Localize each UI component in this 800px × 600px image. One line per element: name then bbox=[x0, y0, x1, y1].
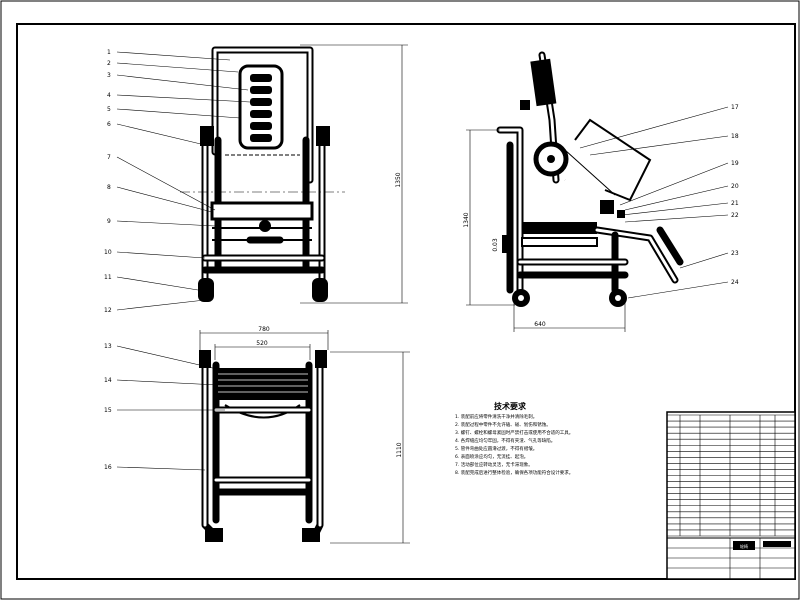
inner-border bbox=[16, 23, 796, 580]
title-block: 轮椅 bbox=[666, 411, 796, 580]
side-view: 0.03 1340 640 17 18 19 20 21 22 23 bbox=[463, 51, 739, 332]
top-overall-dimension: 780 bbox=[258, 326, 270, 333]
callout-21: 21 bbox=[731, 200, 739, 207]
callout-1: 1 bbox=[107, 49, 111, 56]
side-width-dimension: 640 bbox=[534, 321, 546, 328]
callout-3: 3 bbox=[107, 72, 111, 79]
callout-12: 12 bbox=[104, 307, 112, 314]
callout-20: 20 bbox=[731, 183, 739, 190]
technical-notes: 技术要求 1. 装配前应将零件清洗干净并清除毛刺。 2. 装配过程中零件不允许磕… bbox=[455, 401, 573, 476]
note-line-7: 7. 活动部位应转动灵活，无卡滞现象。 bbox=[455, 461, 533, 468]
callout-23: 23 bbox=[731, 250, 739, 257]
callout-4: 4 bbox=[107, 92, 111, 99]
callout-9: 9 bbox=[107, 218, 111, 225]
callout-15: 15 bbox=[104, 407, 112, 414]
callout-14: 14 bbox=[104, 377, 112, 384]
side-height-dimension: 1340 bbox=[463, 212, 470, 227]
title-stamp: 轮椅 bbox=[740, 543, 748, 549]
callout-2: 2 bbox=[107, 60, 111, 67]
callout-24: 24 bbox=[731, 279, 739, 286]
note-line-5: 5. 管件弯曲处应圆滑过渡，不得有褶皱。 bbox=[455, 445, 537, 452]
callout-13: 13 bbox=[104, 343, 112, 350]
callout-7: 7 bbox=[107, 154, 111, 161]
note-line-3: 3. 螺钉、螺栓和螺母紧固时严禁打击或使用不合适的工具。 bbox=[455, 429, 573, 436]
callout-6: 6 bbox=[107, 121, 111, 128]
notes-title: 技术要求 bbox=[494, 401, 527, 411]
callout-18: 18 bbox=[731, 133, 739, 140]
callout-11: 11 bbox=[104, 274, 112, 281]
note-line-4: 4. 各焊缝应均匀牢固，不得有夹渣、气孔等缺陷。 bbox=[455, 437, 555, 444]
side-small-dimension: 0.03 bbox=[492, 238, 499, 252]
note-line-8: 8. 装配完成后进行整体检验，确保各项功能符合设计要求。 bbox=[455, 469, 573, 476]
top-inner-dimension: 520 bbox=[256, 340, 268, 347]
note-line-6: 6. 表面喷涂应均匀，无流挂、起泡。 bbox=[455, 453, 528, 460]
top-view: 780 520 1110 13 14 15 16 bbox=[104, 326, 410, 544]
callout-17: 17 bbox=[731, 104, 739, 111]
callout-5: 5 bbox=[107, 106, 111, 113]
front-view: 1350 1 2 3 4 5 6 7 8 9 10 11 bbox=[104, 44, 408, 314]
callout-10: 10 bbox=[104, 249, 112, 256]
note-line-1: 1. 装配前应将零件清洗干净并清除毛刺。 bbox=[455, 413, 537, 420]
top-height-dimension: 1110 bbox=[396, 442, 403, 457]
callout-8: 8 bbox=[107, 184, 111, 191]
front-height-dimension: 1350 bbox=[395, 172, 402, 187]
callout-19: 19 bbox=[731, 160, 739, 167]
callout-22: 22 bbox=[731, 212, 739, 219]
note-line-2: 2. 装配过程中零件不允许磕、碰、划伤和锈蚀。 bbox=[455, 421, 551, 428]
callout-16: 16 bbox=[104, 464, 112, 471]
